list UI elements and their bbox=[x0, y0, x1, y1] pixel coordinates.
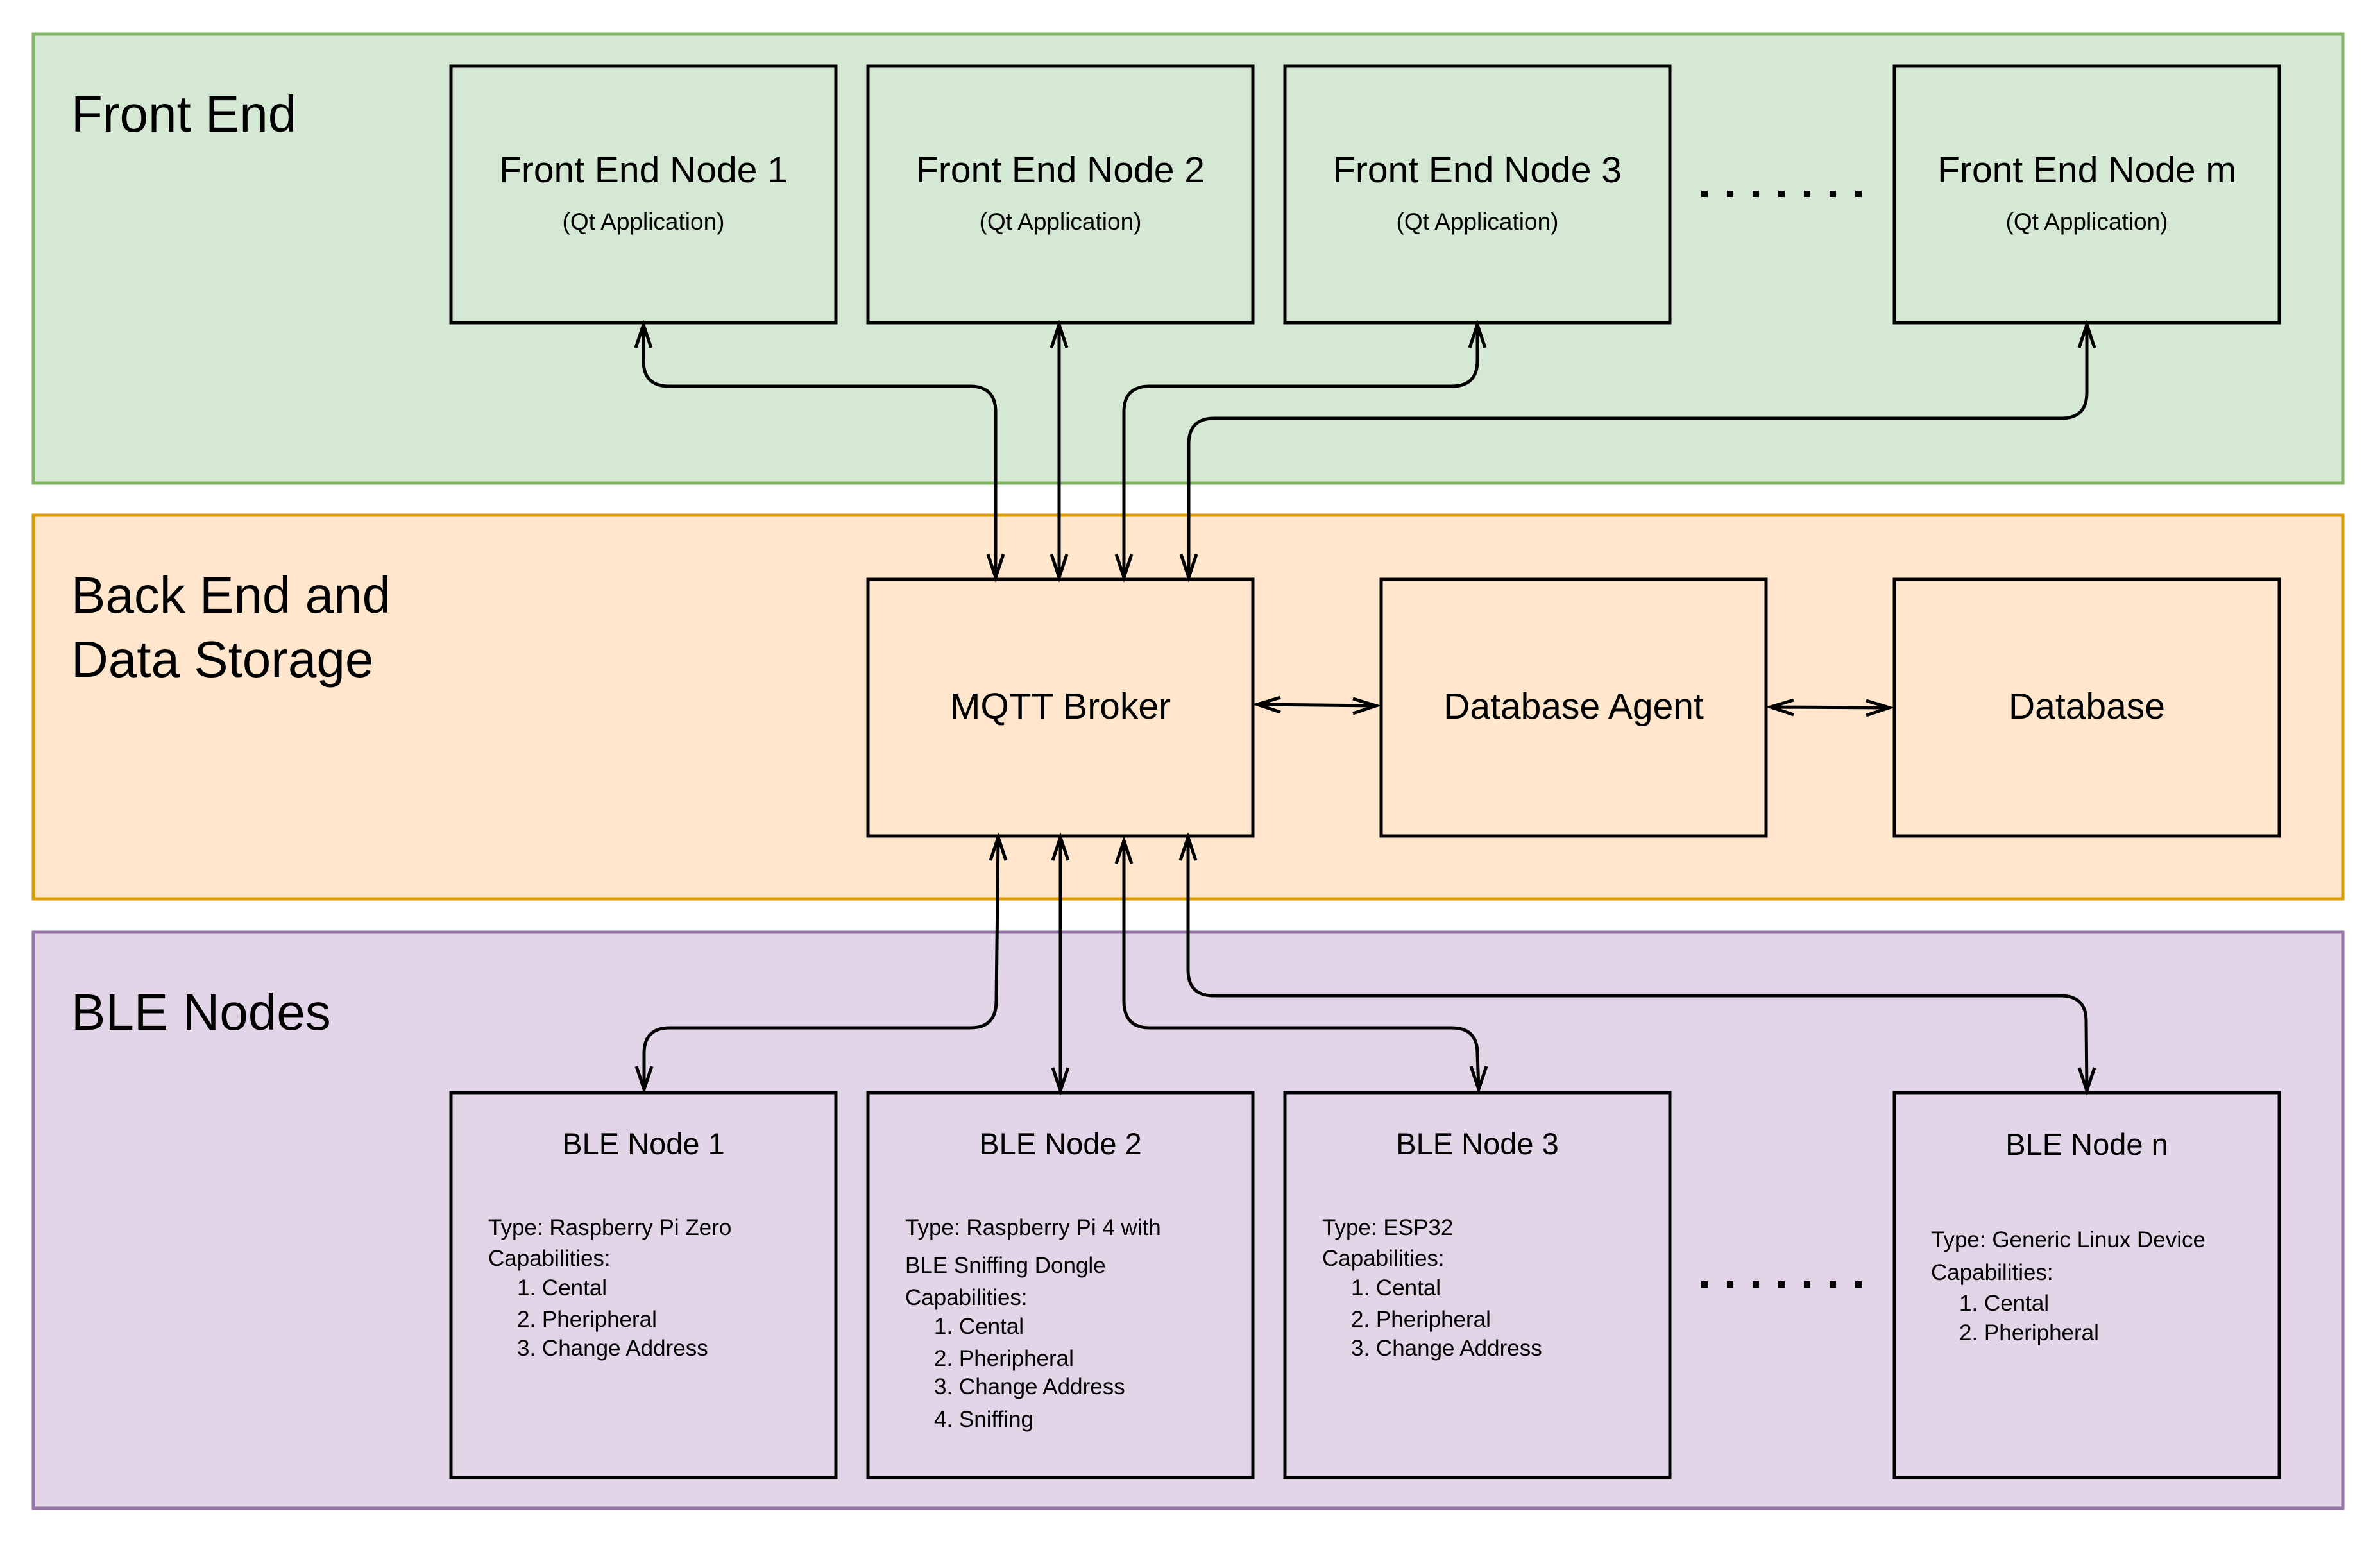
arrowhead-icon bbox=[1051, 1067, 1070, 1096]
node-title: BLE Node 2 bbox=[979, 1127, 1141, 1161]
arrowhead-icon bbox=[2077, 1067, 2096, 1096]
arrowhead-icon bbox=[989, 832, 1008, 861]
mqtt-broker[interactable]: MQTT Broker bbox=[866, 577, 1255, 838]
node-title: Front End Node 1 bbox=[499, 149, 788, 191]
front-end-node-1[interactable]: Front End Node 1 (Qt Application) bbox=[449, 64, 838, 325]
arrowhead-icon bbox=[1866, 699, 1895, 717]
arrowhead-icon bbox=[634, 1066, 654, 1095]
ellipsis-dot bbox=[1701, 1281, 1708, 1288]
ble-node-1[interactable]: BLE Node 1 Type: Raspberry Pi Zero Capab… bbox=[449, 1091, 838, 1479]
front-end-node-3[interactable]: Front End Node 3 (Qt Application) bbox=[1283, 64, 1672, 325]
back-end-section-label-line1: Back End and bbox=[71, 567, 391, 624]
node-subtitle: (Qt Application) bbox=[2006, 209, 2168, 235]
ble-node-n[interactable]: BLE Node n Type: Generic Linux Device Ca… bbox=[1892, 1091, 2281, 1479]
node-title: Front End Node m bbox=[1937, 149, 2236, 191]
arrowhead-icon bbox=[1178, 832, 1198, 861]
ellipsis-dot bbox=[1830, 1281, 1836, 1288]
capability-item: 2. Pheripheral bbox=[934, 1346, 1074, 1371]
ellipsis-dot bbox=[1753, 191, 1759, 197]
connector-fe1-broker bbox=[634, 320, 1005, 583]
ellipsis-dot bbox=[1855, 191, 1862, 197]
capability-item: 1. Cental bbox=[934, 1314, 1024, 1339]
ellipsis-dot bbox=[1753, 1281, 1759, 1288]
connector-broker-ble2 bbox=[1051, 832, 1070, 1096]
arrowhead-icon bbox=[1051, 832, 1070, 861]
ellipsis-dot bbox=[1778, 1281, 1785, 1288]
back-end-section-label-line2: Data Storage bbox=[71, 631, 373, 688]
arrowhead-icon bbox=[1050, 554, 1069, 583]
capability-item: 2. Pheripheral bbox=[1351, 1307, 1491, 1332]
arrowhead-icon bbox=[1050, 320, 1069, 348]
connector-broker-blen bbox=[1178, 832, 2096, 1096]
ellipsis-dot bbox=[1701, 191, 1708, 197]
capabilities-label: Capabilities: bbox=[1931, 1260, 2053, 1285]
arrowhead-icon bbox=[1468, 320, 1487, 348]
node-title: BLE Node 3 bbox=[1396, 1127, 1558, 1161]
capabilities-label: Capabilities: bbox=[488, 1246, 611, 1271]
ellipsis-dot bbox=[1804, 191, 1810, 197]
ellipsis-dot bbox=[1727, 191, 1733, 197]
database[interactable]: Database bbox=[1892, 577, 2281, 838]
node-title: Front End Node 2 bbox=[916, 149, 1205, 191]
node-subtitle: (Qt Application) bbox=[1397, 209, 1559, 235]
ellipsis-dot bbox=[1778, 191, 1785, 197]
front-end-node-2[interactable]: Front End Node 2 (Qt Application) bbox=[866, 64, 1255, 325]
node-title: Front End Node 3 bbox=[1333, 149, 1622, 191]
capability-item: 1. Cental bbox=[1959, 1291, 2049, 1316]
capability-item: 3. Change Address bbox=[934, 1374, 1125, 1399]
arrowhead-icon bbox=[986, 554, 1005, 583]
node-subtitle: (Qt Application) bbox=[563, 209, 725, 235]
arrowhead-icon bbox=[2077, 320, 2096, 348]
ellipsis-dot bbox=[1804, 1281, 1810, 1288]
capability-item: 2. Pheripheral bbox=[517, 1307, 657, 1332]
arrowhead-icon bbox=[1765, 698, 1794, 717]
capabilities-label: Capabilities: bbox=[905, 1285, 1028, 1310]
capability-item: 4. Sniffing bbox=[934, 1407, 1033, 1432]
connector-fem-broker bbox=[1179, 320, 2096, 583]
capability-item: 3. Change Address bbox=[517, 1336, 708, 1361]
database-agent[interactable]: Database Agent bbox=[1379, 577, 1768, 838]
arrowhead-icon bbox=[1252, 695, 1281, 714]
front-end-node-m[interactable]: Front End Node m (Qt Application) bbox=[1892, 64, 2281, 325]
ble-nodes-section-label: BLE Nodes bbox=[71, 984, 331, 1041]
connector-broker-ble3 bbox=[1114, 835, 1488, 1095]
arrowhead-icon bbox=[634, 320, 653, 348]
capabilities-label: Capabilities: bbox=[1322, 1246, 1445, 1271]
capability-item: 1. Cental bbox=[517, 1275, 607, 1300]
front-end-section-label: Front End bbox=[71, 85, 296, 142]
node-type: BLE Sniffing Dongle bbox=[905, 1253, 1106, 1278]
ellipsis-dot bbox=[1727, 1281, 1733, 1288]
node-title: BLE Node 1 bbox=[562, 1127, 724, 1161]
ble-node-3[interactable]: BLE Node 3 Type: ESP32 Capabilities: 1. … bbox=[1283, 1091, 1672, 1479]
node-type: Type: Raspberry Pi 4 with bbox=[905, 1215, 1161, 1240]
capability-item: 2. Pheripheral bbox=[1959, 1320, 2099, 1345]
connector-fe2-broker bbox=[1050, 320, 1069, 583]
arrowhead-icon bbox=[1179, 554, 1198, 583]
arrowhead-icon bbox=[1469, 1066, 1488, 1095]
ellipsis-dot bbox=[1830, 191, 1836, 197]
capability-item: 3. Change Address bbox=[1351, 1336, 1542, 1361]
connector-broker-dbagent bbox=[1252, 695, 1382, 715]
arrowhead-icon bbox=[1114, 835, 1134, 864]
node-title: Database Agent bbox=[1443, 686, 1704, 727]
capability-item: 1. Cental bbox=[1351, 1275, 1441, 1300]
ble-node-2[interactable]: BLE Node 2 Type: Raspberry Pi 4 with BLE… bbox=[866, 1091, 1255, 1479]
connector-dbagent-database bbox=[1765, 698, 1895, 717]
node-type: Type: Raspberry Pi Zero bbox=[488, 1215, 731, 1240]
ellipsis-dot bbox=[1855, 1281, 1862, 1288]
front-end-ellipsis bbox=[1701, 191, 1862, 197]
node-subtitle: (Qt Application) bbox=[980, 209, 1142, 235]
node-title: Database bbox=[2009, 686, 2165, 727]
arrowhead-icon bbox=[1352, 697, 1382, 715]
node-type: Type: ESP32 bbox=[1322, 1215, 1453, 1240]
node-type: Type: Generic Linux Device bbox=[1931, 1227, 2206, 1252]
ble-ellipsis bbox=[1701, 1281, 1862, 1288]
arrowhead-icon bbox=[1114, 554, 1134, 583]
connector-fe3-broker bbox=[1114, 320, 1487, 583]
connector-broker-ble1 bbox=[634, 832, 1008, 1095]
node-title: BLE Node n bbox=[2005, 1127, 2168, 1161]
node-title: MQTT Broker bbox=[950, 686, 1171, 727]
